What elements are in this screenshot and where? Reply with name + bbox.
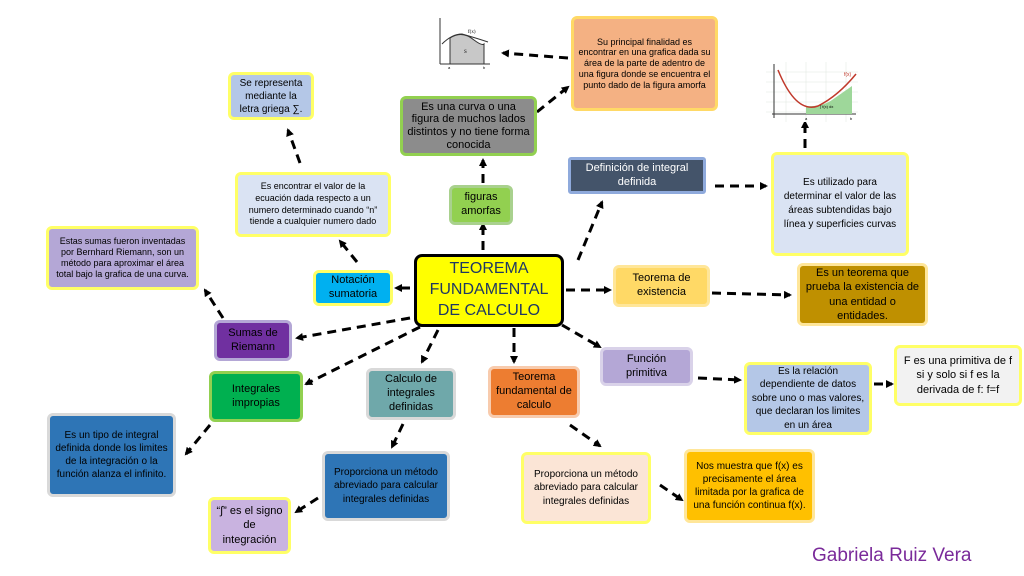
node-calculo-integrales: Calculo de integrales definidas <box>366 368 456 420</box>
arrow-curva-finalidad <box>536 85 570 114</box>
graph1-b-label: b <box>483 65 486 70</box>
arrow-teorema-proporciona1 <box>569 423 602 448</box>
node-utilizado: Es utilizado para determinar el valor de… <box>771 152 909 256</box>
node-proporciona-1: Proporciona un método abreviado para cal… <box>521 452 651 524</box>
central-title-box: TEOREMA FUNDAMENTAL DE CALCULO <box>414 254 564 327</box>
node-curva-desc: Es una curva o una figura de muchos lado… <box>400 96 537 156</box>
node-existencia-desc: Es un teorema que prueba la existencia d… <box>797 263 928 326</box>
node-proporciona-2: Proporciona un método abreviado para cal… <box>322 451 450 521</box>
graph2-b-label: b <box>850 116 853 121</box>
node-teorema-fund: Teorema fundamental de calculo <box>488 366 580 418</box>
arrow-calculo-proporciona2 <box>390 423 405 449</box>
arrow-desc-letra <box>286 128 302 164</box>
node-definicion: Definición de integral definida <box>568 157 706 194</box>
graph1-area-label: S <box>464 50 467 55</box>
graph1-a-label: a <box>448 65 451 70</box>
arrow-proporciona1-nosmuestra <box>659 483 684 502</box>
node-existencia: Teorema de existencia <box>613 265 710 307</box>
graph2-fx-label: f(x) <box>844 72 852 78</box>
node-impropias: Integrales impropias <box>209 371 303 422</box>
graph2-integral-label: ∫ f(x) dx <box>819 104 833 109</box>
node-sumas-desc: Estas sumas fueron inventadas por Bernha… <box>46 226 199 290</box>
node-impropias-desc: Es un tipo de integral definida donde lo… <box>47 413 176 497</box>
arrow-center-funcion <box>561 323 602 349</box>
node-figuras-amorfas: figuras amorfas <box>449 185 513 225</box>
arrow-notacion-desc <box>338 239 359 263</box>
node-nos-muestra: Nos muestra que f(x) es precisamente el … <box>684 449 815 523</box>
arrow-center-definicion <box>576 200 604 261</box>
area-graph-2-icon: f(x) ∫ f(x) dx a b <box>766 62 858 122</box>
node-sumas-riemann: Sumas de Riemann <box>214 320 292 361</box>
arrow-center-sumas <box>295 316 411 341</box>
node-relacion: Es la relación dependiente de datos sobr… <box>744 362 872 435</box>
arrow-sumas-desc <box>203 288 225 319</box>
arrow-existencia-desc <box>711 290 792 299</box>
node-notacion: Notación sumatoria <box>313 270 393 306</box>
arrow-center-impropias <box>304 325 421 386</box>
arrow-impropias-desc <box>184 424 212 456</box>
node-letra-griega: Se representa mediante la letra griega ∑… <box>228 72 314 120</box>
node-primitiva-def: F es una primitiva de f si y solo si f e… <box>894 345 1022 406</box>
arrow-center-calculo <box>420 329 440 364</box>
arrow-proporciona2-signo <box>294 496 319 514</box>
author-name: Gabriela Ruiz Vera <box>812 545 972 566</box>
arrow-funcion-relacion <box>697 375 742 384</box>
graph1-fx-label: f(x) <box>468 30 476 35</box>
node-notacion-desc: Es encontrar el valor de la ecuación dad… <box>235 172 391 237</box>
area-graph-1-icon: f(x) S a b <box>439 18 490 70</box>
graph2-a-label: a <box>805 116 808 121</box>
node-funcion-primitiva: Función primitiva <box>600 347 693 386</box>
node-finalidad: Su principal finalidad es encontrar en u… <box>571 16 718 111</box>
arrow-finalidad-graph1 <box>501 49 569 60</box>
node-signo-integracion: “∫” es el signo de integración <box>208 497 291 554</box>
central-title: TEOREMA FUNDAMENTAL DE CALCULO <box>429 260 549 319</box>
